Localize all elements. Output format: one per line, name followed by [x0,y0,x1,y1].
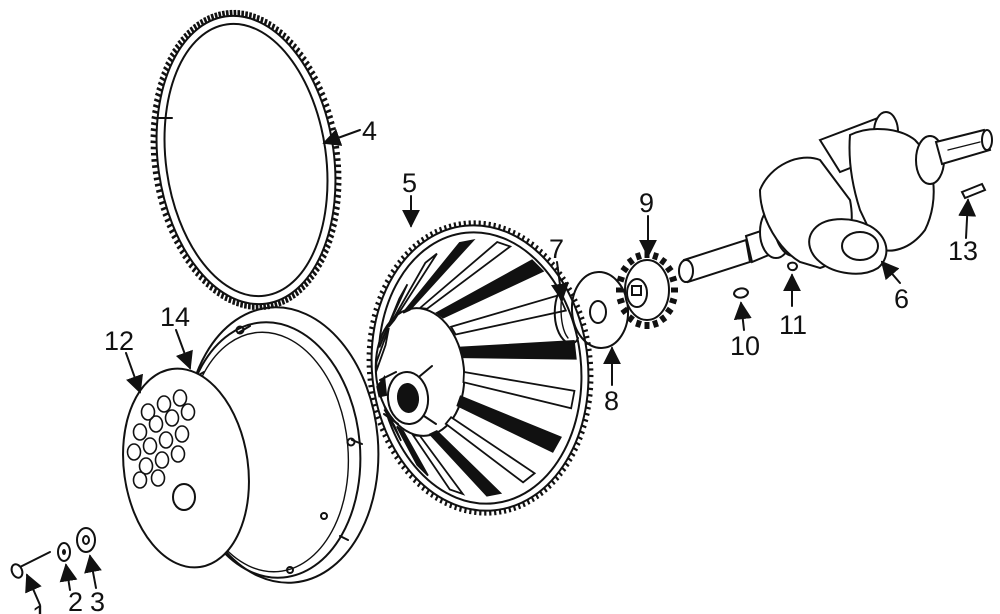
rotating-screen [122,367,250,569]
callout-14: 14 [160,302,190,332]
callout-1: 1 [32,600,47,614]
flywheel [366,220,594,516]
key-10 [732,287,750,299]
screw [10,551,51,579]
crankshaft [678,111,993,284]
callout-5: 5 [402,168,417,198]
callout-11: 11 [779,310,807,340]
key-13 [960,182,987,200]
leader-lines [25,129,977,606]
callout-8: 8 [604,386,619,416]
crankshaft-gear [616,251,678,329]
lockwasher [57,542,71,562]
callout-13: 13 [948,236,978,266]
callout-9: 9 [639,188,654,218]
callout-4: 4 [362,116,377,146]
callout-12: 12 [104,326,134,356]
callout-6: 6 [894,284,909,314]
washer [570,271,630,349]
callout-3: 3 [90,587,105,614]
flat-washer [76,527,96,553]
callout-labels: 4 5 6 7 8 9 10 11 12 13 14 1 2 3 [32,116,978,614]
callout-2: 2 [68,587,83,614]
ring-gear [150,9,342,311]
callout-10: 10 [730,331,760,361]
key-11 [786,261,799,272]
callout-7: 7 [549,234,564,264]
